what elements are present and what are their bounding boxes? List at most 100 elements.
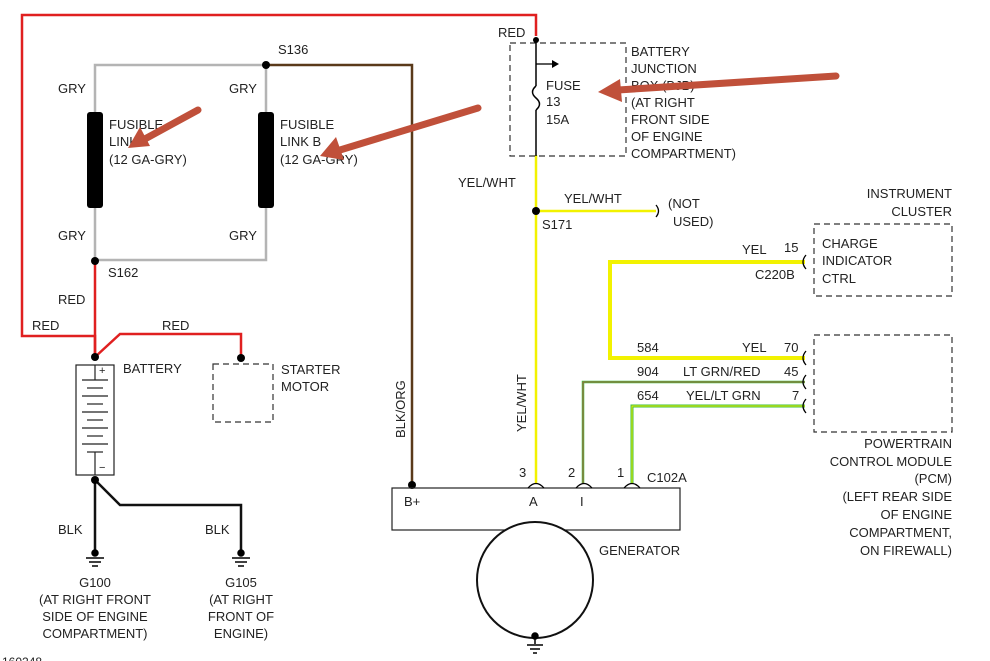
pcm-row2-circuit: 654: [637, 388, 659, 403]
pcm-desc-0: POWERTRAIN: [864, 436, 952, 451]
ground-right-wire-label: BLK: [205, 522, 230, 537]
not-used-line2: USED): [673, 214, 713, 229]
starter-label-2: MOTOR: [281, 379, 329, 394]
pcm-pin70-terminal: [802, 350, 807, 366]
battery-plus-sign: +: [99, 365, 105, 377]
bjb-desc-4: FRONT SIDE: [631, 112, 710, 127]
starter-terminal-dot: [237, 354, 245, 362]
lt-grn-red-wire-stripe: [582, 381, 805, 483]
not-used-line1: (NOT: [668, 196, 700, 211]
generator-pin-2: 2: [568, 465, 575, 480]
g100-line0: G100: [79, 575, 111, 590]
pcm-row0-circuit: 584: [637, 340, 659, 355]
bjb-desc-0: BATTERY: [631, 44, 690, 59]
link-a-top-wire: GRY: [58, 81, 86, 96]
yel-lt-grn-wire-stripe: [631, 405, 805, 483]
generator-label: GENERATOR: [599, 543, 680, 558]
diagram-id: 160248: [2, 655, 42, 661]
blk-org-wire: [266, 63, 414, 485]
g105-line3: ENGINE): [214, 626, 268, 641]
arrow-to-link-b-head: [320, 137, 344, 160]
g105-line2: FRONT OF: [208, 609, 274, 624]
link-a-line1: FUSIBLE: [109, 117, 164, 132]
g100-line3: COMPARTMENT): [43, 626, 148, 641]
bjb-wire-in-label: RED: [498, 25, 525, 40]
pcm-row0-color: YEL: [742, 340, 767, 355]
generator-bplus-dot: [408, 481, 416, 489]
red-wire-to-starter: [94, 332, 243, 358]
cluster-title-1: INSTRUMENT: [867, 186, 952, 201]
link-b-line2: LINK B: [280, 134, 321, 149]
g100-line1: (AT RIGHT FRONT: [39, 592, 151, 607]
pcm-desc-1: CONTROL MODULE: [830, 454, 953, 469]
generator-terminal-i: I: [580, 494, 584, 509]
black-wire-ground-right: [94, 479, 243, 550]
starter-outline: [212, 363, 274, 423]
red-wire-label-upper: RED: [58, 292, 85, 307]
link-b-top-wire: GRY: [229, 81, 257, 96]
pcm-row2-pin: 7: [792, 388, 799, 403]
link-a-line3: (12 GA-GRY): [109, 152, 187, 167]
arrow-to-link-b: [336, 104, 482, 154]
arrow-to-bjb-head: [598, 79, 622, 102]
link-b-line3: (12 GA-GRY): [280, 152, 358, 167]
gray-wire-link-a: [93, 63, 266, 112]
s171-branch-wire-label: YEL/WHT: [564, 191, 622, 206]
cluster-circuit-3: CTRL: [822, 271, 856, 286]
battery-minus-sign: −: [99, 462, 105, 474]
battery-minus-dot: [91, 476, 99, 484]
pcm-desc-3: (LEFT REAR SIDE: [842, 489, 952, 504]
cluster-connector: C220B: [755, 267, 795, 282]
annotation-arrows: [128, 72, 840, 160]
generator-pin3-terminal: [527, 482, 545, 489]
pcm-row1-color: LT GRN/RED: [683, 364, 761, 379]
cluster-wire-color: YEL: [742, 242, 767, 257]
fusible-link-b-body: [258, 112, 274, 208]
battery-cell-plates: [82, 365, 108, 475]
battery-plus-dot: [91, 353, 99, 361]
yellow-wire-cluster-pcm: [608, 260, 805, 360]
pcm-desc-2: (PCM): [914, 471, 952, 486]
not-used-terminal: [655, 204, 660, 218]
blk-org-wire-label: BLK/ORG: [393, 380, 408, 438]
cluster-pin-terminal: [802, 254, 807, 270]
link-a-bottom-wire: GRY: [58, 228, 86, 243]
pcm-pin7-terminal: [802, 398, 807, 414]
cluster-circuit-1: CHARGE: [822, 236, 878, 251]
red-wire-label-starter: RED: [162, 318, 189, 333]
link-b-line1: FUSIBLE: [280, 117, 335, 132]
pcm-desc-5: COMPARTMENT,: [849, 525, 952, 540]
g105-line0: G105: [225, 575, 257, 590]
splice-s136-label: S136: [278, 42, 308, 57]
generator-terminal-bplus: B+: [404, 494, 420, 509]
pcm-row1-circuit: 904: [637, 364, 659, 379]
battery-label: BATTERY: [123, 361, 182, 376]
arrow-to-bjb: [614, 72, 840, 94]
g100-line2: SIDE OF ENGINE: [42, 609, 148, 624]
pcm-row2-color: YEL/LT GRN: [686, 388, 761, 403]
ground-g100-symbol: [86, 549, 104, 567]
bjb-out-wire-label: YEL/WHT: [458, 175, 516, 190]
pcm-row1-pin: 45: [784, 364, 798, 379]
splice-s171-dot: [532, 207, 540, 215]
fuse-label: FUSE: [546, 78, 581, 93]
arrow-to-link-a: [139, 106, 202, 144]
generator-connector-label: C102A: [647, 470, 687, 485]
cluster-outline: [813, 223, 953, 297]
fuse-13-symbol: [531, 85, 541, 111]
splice-s162-label: S162: [108, 265, 138, 280]
splice-s162-dot: [91, 257, 99, 265]
bjb-desc-1: JUNCTION: [631, 61, 697, 76]
fuse-amperage: 15A: [546, 112, 569, 127]
g105-line1: (AT RIGHT: [209, 592, 273, 607]
generator-terminal-a: A: [529, 494, 538, 509]
bjb-outline: [509, 42, 627, 157]
pcm-outline: [813, 334, 953, 433]
red-wire-label-left: RED: [32, 318, 59, 333]
splice-s171-label: S171: [542, 217, 572, 232]
gen-feed-wire-label: YEL/WHT: [514, 374, 529, 432]
generator-ground-symbol: [527, 632, 543, 654]
generator-pin-3: 3: [519, 465, 526, 480]
generator-pin-1: 1: [617, 465, 624, 480]
